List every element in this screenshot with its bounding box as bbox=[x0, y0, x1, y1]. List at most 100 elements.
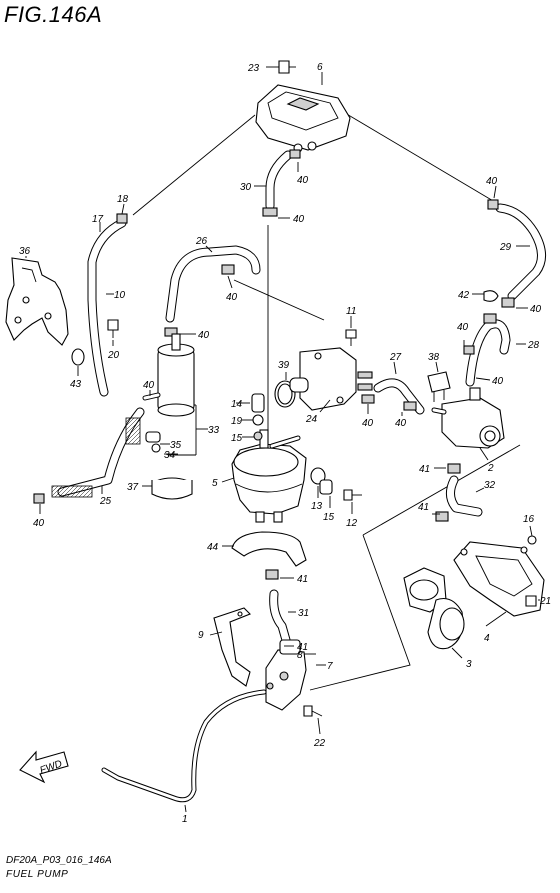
callout-40-e: 40 bbox=[198, 330, 210, 341]
assembly-boundary bbox=[132, 112, 521, 691]
part-9-bracket bbox=[213, 607, 251, 687]
callout-28: 28 bbox=[527, 340, 540, 351]
callout-40-a: 40 bbox=[297, 175, 309, 186]
callout-40-f: 40 bbox=[143, 380, 155, 391]
callout-42: 42 bbox=[458, 290, 470, 301]
part-42-clip bbox=[483, 290, 499, 302]
part-26-hose bbox=[164, 245, 261, 337]
callout-15: 15 bbox=[231, 433, 243, 444]
part-23-screw bbox=[266, 60, 296, 74]
callout-32: 32 bbox=[484, 480, 496, 491]
callout-9: 9 bbox=[198, 630, 204, 641]
callout-40-c: 40 bbox=[486, 176, 498, 187]
callout-18: 18 bbox=[117, 194, 129, 205]
callout-3: 3 bbox=[466, 659, 472, 670]
callout-40-b: 40 bbox=[293, 214, 305, 225]
callout-40-h: 40 bbox=[362, 418, 374, 429]
callout-40-j: 40 bbox=[457, 322, 469, 333]
fwd-arrow: FWD bbox=[19, 750, 69, 784]
part-30-hose bbox=[262, 149, 301, 217]
callout-5: 5 bbox=[212, 478, 218, 489]
callout-33: 33 bbox=[208, 425, 220, 436]
part-11-bolt bbox=[345, 329, 357, 346]
callout-36: 36 bbox=[19, 246, 31, 257]
callout-34: 34 bbox=[164, 450, 176, 461]
callout-17: 17 bbox=[92, 214, 104, 225]
callout-15b: 15 bbox=[323, 512, 335, 523]
callout-40-l: 40 bbox=[530, 304, 542, 315]
part-10-hose bbox=[87, 213, 128, 397]
callout-7: 7 bbox=[327, 661, 333, 672]
callout-19: 19 bbox=[231, 416, 243, 427]
part-25-hose bbox=[33, 407, 145, 504]
callout-4: 4 bbox=[484, 633, 490, 644]
callout-40-k: 40 bbox=[492, 376, 504, 387]
part-43-grommet bbox=[71, 348, 85, 366]
part-28-hose bbox=[463, 313, 511, 387]
callout-1: 1 bbox=[182, 814, 188, 825]
callout-24: 24 bbox=[305, 414, 318, 425]
part-20-bolt bbox=[107, 319, 119, 338]
callout-16: 16 bbox=[523, 514, 535, 525]
callout-20: 20 bbox=[107, 350, 120, 361]
part-36-bracket bbox=[5, 257, 69, 346]
callout-10: 10 bbox=[114, 290, 126, 301]
part-33-filter bbox=[142, 333, 195, 417]
diagram-code: DF20A_P03_016_146A bbox=[6, 855, 112, 866]
callout-14: 14 bbox=[231, 399, 243, 410]
callout-21: 21 bbox=[539, 596, 551, 607]
part-4-bracket bbox=[453, 541, 545, 617]
callout-23: 23 bbox=[247, 63, 260, 74]
callout-37: 37 bbox=[127, 482, 139, 493]
callout-40-g: 40 bbox=[33, 518, 45, 529]
callout-41-c: 41 bbox=[297, 574, 308, 585]
callout-12: 12 bbox=[346, 518, 358, 529]
callout-2: 2 bbox=[487, 463, 494, 474]
part-24-mount bbox=[289, 347, 373, 411]
part-29-hose bbox=[487, 199, 546, 308]
callout-27: 27 bbox=[389, 352, 402, 363]
callout-40-i: 40 bbox=[395, 418, 407, 429]
figure-title: FIG.146A bbox=[4, 2, 103, 27]
part-14-19-15-stack bbox=[251, 393, 265, 441]
part-2-pump bbox=[431, 387, 505, 449]
part-22-bolt bbox=[303, 705, 323, 717]
callout-41-b: 41 bbox=[418, 502, 429, 513]
part-44-strap bbox=[231, 531, 307, 567]
callout-30: 30 bbox=[240, 182, 252, 193]
part-21-bolt bbox=[525, 595, 537, 607]
part-37-band bbox=[151, 477, 193, 500]
callout-6: 6 bbox=[317, 62, 323, 73]
callout-40-d: 40 bbox=[226, 292, 238, 303]
callout-35: 35 bbox=[170, 440, 182, 451]
callout-13: 13 bbox=[311, 501, 323, 512]
part-15-collar bbox=[319, 479, 333, 495]
callout-11: 11 bbox=[346, 306, 356, 317]
part-7-filter bbox=[265, 639, 307, 711]
callout-39: 39 bbox=[278, 360, 290, 371]
part-38-sensor bbox=[427, 371, 451, 402]
callout-41-d: 41 bbox=[297, 642, 308, 653]
part-12-bolt bbox=[343, 489, 362, 501]
callout-25: 25 bbox=[99, 496, 112, 507]
callout-26: 26 bbox=[195, 236, 208, 247]
diagram-name: FUEL PUMP bbox=[6, 869, 69, 880]
part-31-hose bbox=[265, 569, 291, 645]
callout-43: 43 bbox=[70, 379, 82, 390]
part-32-hose bbox=[435, 463, 483, 522]
part-3-pipe bbox=[403, 567, 465, 650]
callout-41-a: 41 bbox=[419, 464, 430, 475]
callout-31: 31 bbox=[298, 608, 309, 619]
callout-29: 29 bbox=[499, 242, 512, 253]
part-6-cover bbox=[255, 84, 351, 153]
callout-8: 8 bbox=[297, 650, 303, 661]
part-35-fitting bbox=[145, 431, 161, 453]
part-27-hose bbox=[361, 378, 425, 415]
part-16-screw bbox=[527, 535, 537, 545]
part-5-pump bbox=[231, 429, 307, 523]
callout-44: 44 bbox=[207, 542, 219, 553]
part-1-fuel-line bbox=[101, 689, 267, 803]
callout-22: 22 bbox=[313, 738, 326, 749]
